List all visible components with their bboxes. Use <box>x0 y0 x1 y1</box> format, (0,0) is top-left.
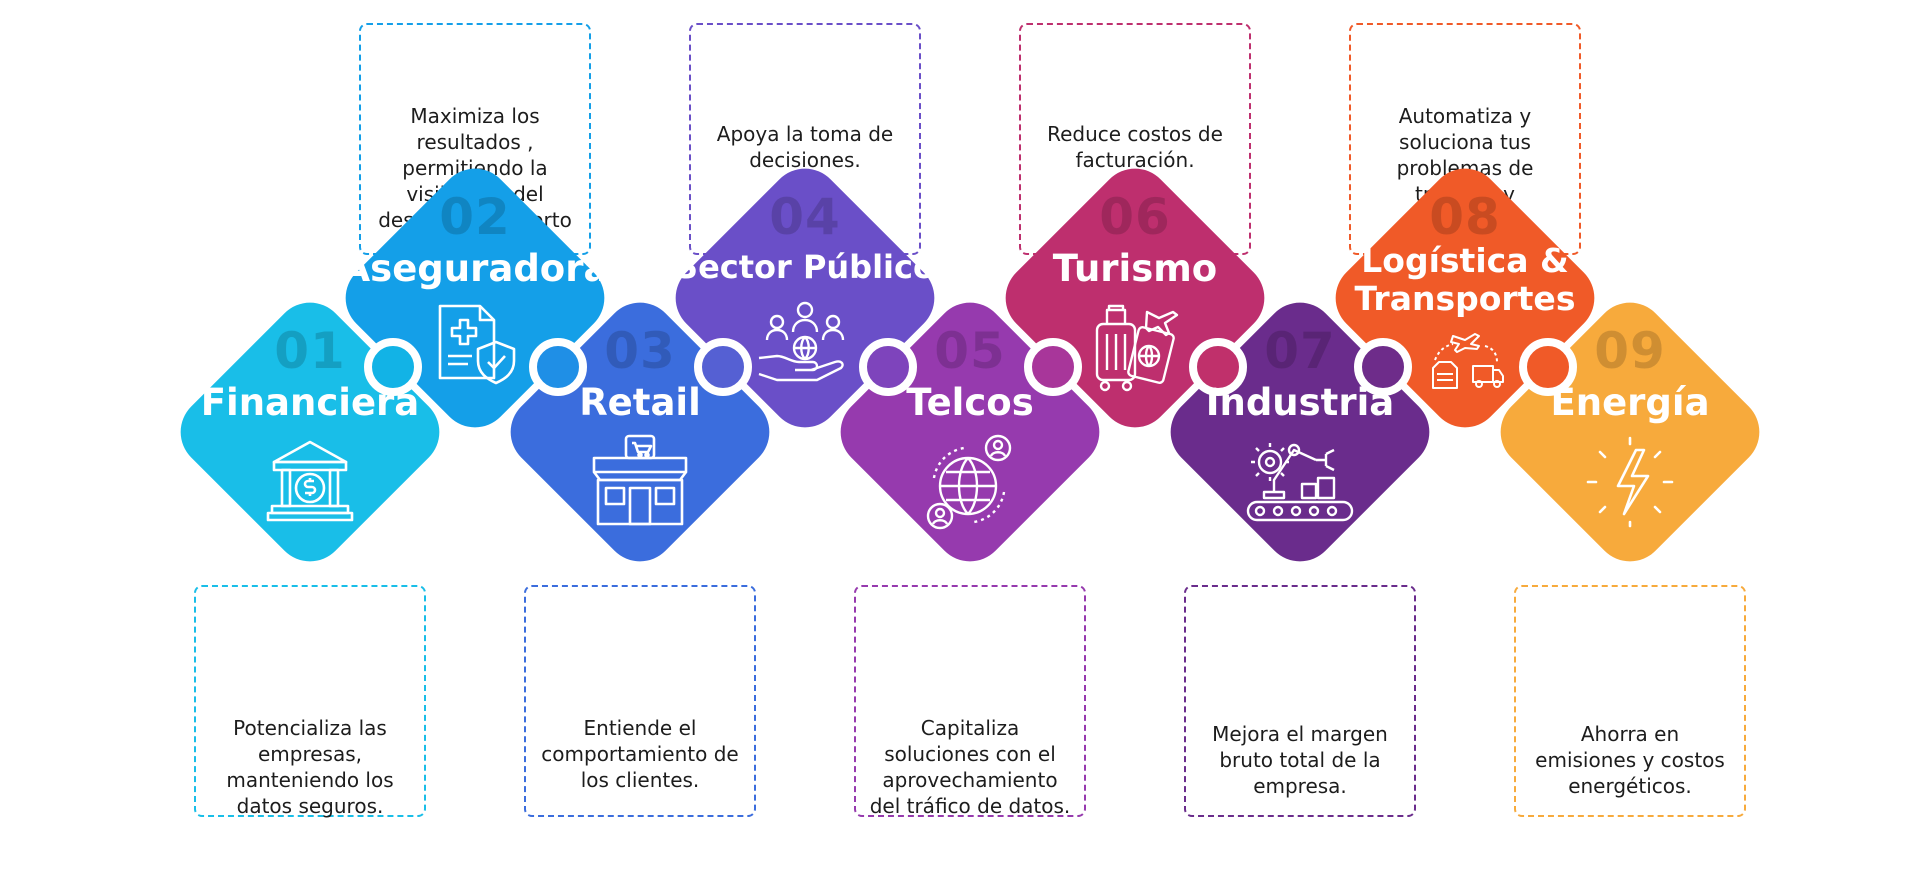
connector-circle <box>1188 338 1247 396</box>
industry-title: Telcos <box>906 381 1034 424</box>
bank-icon <box>262 432 358 528</box>
step-number: 07 <box>1264 322 1336 380</box>
description-card-09: Ahorra en emisiones y costos energéticos… <box>1514 585 1746 817</box>
lightning-icon <box>1580 432 1680 532</box>
description-text: Mejora el margen bruto total de la empre… <box>1212 722 1388 798</box>
step-number: 01 <box>274 322 346 380</box>
step-number: 02 <box>439 188 511 246</box>
connector-circle <box>858 338 917 396</box>
industry-title: Industria <box>1205 381 1395 424</box>
description-text: Reduce costos de facturación. <box>1047 122 1223 172</box>
connector-circle <box>363 338 422 396</box>
industry-title: Financiera <box>200 381 420 424</box>
connector-circle <box>1353 338 1412 396</box>
description-text: Ahorra en emisiones y costos energéticos… <box>1535 722 1725 798</box>
connector-circle <box>1518 338 1577 396</box>
description-card-07: Mejora el margen bruto total de la empre… <box>1184 585 1416 817</box>
insurance-document-icon <box>430 298 520 388</box>
industry-title: Sector Público <box>675 248 935 286</box>
industry-title: Energía <box>1550 381 1710 424</box>
description-card-05: Capitaliza soluciones con el aprovechami… <box>854 585 1086 818</box>
connector-circle <box>693 338 752 396</box>
description-text: Apoya la toma de decisiones. <box>716 122 894 172</box>
step-number: 06 <box>1099 188 1171 246</box>
step-number: 03 <box>604 322 676 380</box>
step-number: 08 <box>1429 188 1501 246</box>
people-globe-hand-icon <box>753 298 857 382</box>
store-icon <box>588 432 692 528</box>
description-text: Capitaliza soluciones con el aprovechami… <box>869 716 1071 818</box>
industry-title: Turismo <box>1052 247 1218 290</box>
step-number: 09 <box>1594 322 1666 380</box>
step-number: 04 <box>769 188 841 246</box>
description-text: Entiende el comportamiento de los client… <box>541 716 739 792</box>
industry-title: Aseguradora <box>341 247 609 290</box>
connector-circle <box>1023 338 1082 396</box>
industry-title: Retail <box>579 381 701 424</box>
connector-circle <box>528 338 587 396</box>
luggage-passport-icon <box>1087 298 1183 394</box>
logistics-plane-truck-icon <box>1425 324 1505 394</box>
description-text: Potencializa las empresas, manteniendo l… <box>226 716 394 818</box>
industry-title: Logística & Transportes <box>1354 241 1576 318</box>
description-card-01: Potencializa las empresas, manteniendo l… <box>194 585 426 818</box>
description-card-03: Entiende el comportamiento de los client… <box>524 585 756 817</box>
globe-network-icon <box>920 432 1020 532</box>
step-number: 05 <box>934 322 1006 380</box>
robot-arm-conveyor-icon <box>1244 432 1356 528</box>
